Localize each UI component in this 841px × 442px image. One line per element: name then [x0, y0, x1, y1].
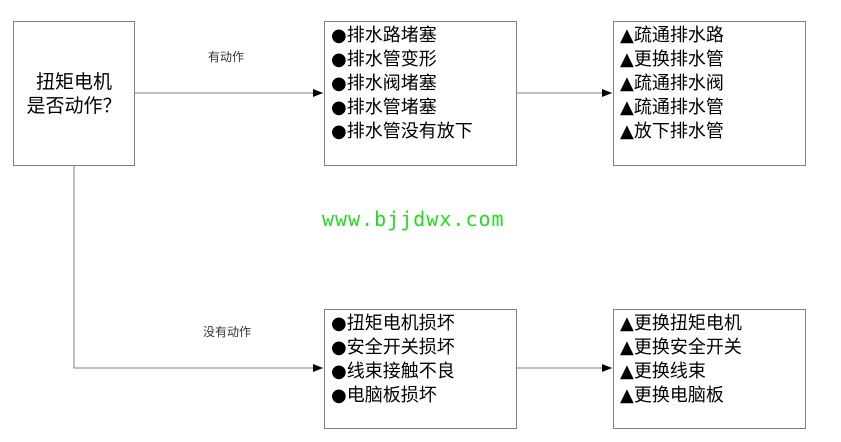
cause-item: ●排水管堵塞	[331, 97, 437, 118]
cause-item: ●电脑板损坏	[331, 385, 437, 406]
arrow-no	[73, 165, 323, 372]
cause-item: ●排水阀堵塞	[331, 73, 437, 94]
question-line2: 是否动作？	[26, 94, 122, 117]
fix-item: ▲更换安全开关	[620, 337, 742, 358]
fix-item: ▲更换排水管	[620, 49, 724, 70]
watermark: www.bjjdwx.com	[322, 207, 505, 231]
branch-no-label: 没有动作	[203, 325, 252, 339]
causes-no-box: ●扭矩电机损坏 ●安全开关损坏 ●线束接触不良 ●电脑板损坏	[324, 309, 517, 429]
fix-item: ▲更换线束	[620, 361, 706, 382]
fixes-no-box: ▲更换扭矩电机 ▲更换安全开关 ▲更换线束 ▲更换电脑板	[613, 309, 806, 429]
fix-item: ▲更换扭矩电机	[620, 313, 742, 334]
fix-item: ▲更换电脑板	[620, 385, 724, 406]
cause-item: ●排水管变形	[331, 49, 437, 70]
question-line1: 扭矩电机	[35, 70, 112, 93]
causes-yes-box: ●排水路堵塞 ●排水管变形 ●排水阀堵塞 ●排水管堵塞 ●排水管没有放下	[324, 21, 517, 166]
cause-item: ●扭矩电机损坏	[331, 313, 455, 334]
cause-item: ●排水路堵塞	[331, 25, 437, 46]
cause-item: ●排水管没有放下	[331, 121, 473, 142]
cause-item: ●安全开关损坏	[331, 337, 455, 358]
fix-item: ▲疏通排水阀	[620, 73, 724, 94]
fix-item: ▲放下排水管	[620, 121, 724, 142]
cause-item: ●线束接触不良	[331, 361, 455, 382]
fixes-yes-box: ▲疏通排水路 ▲更换排水管 ▲疏通排水阀 ▲疏通排水管 ▲放下排水管	[613, 21, 806, 166]
branch-yes-label: 有动作	[208, 50, 245, 64]
fix-item: ▲疏通排水路	[620, 25, 724, 46]
question-box: 扭矩电机 是否动作？	[13, 21, 135, 166]
fix-item: ▲疏通排水管	[620, 97, 724, 118]
